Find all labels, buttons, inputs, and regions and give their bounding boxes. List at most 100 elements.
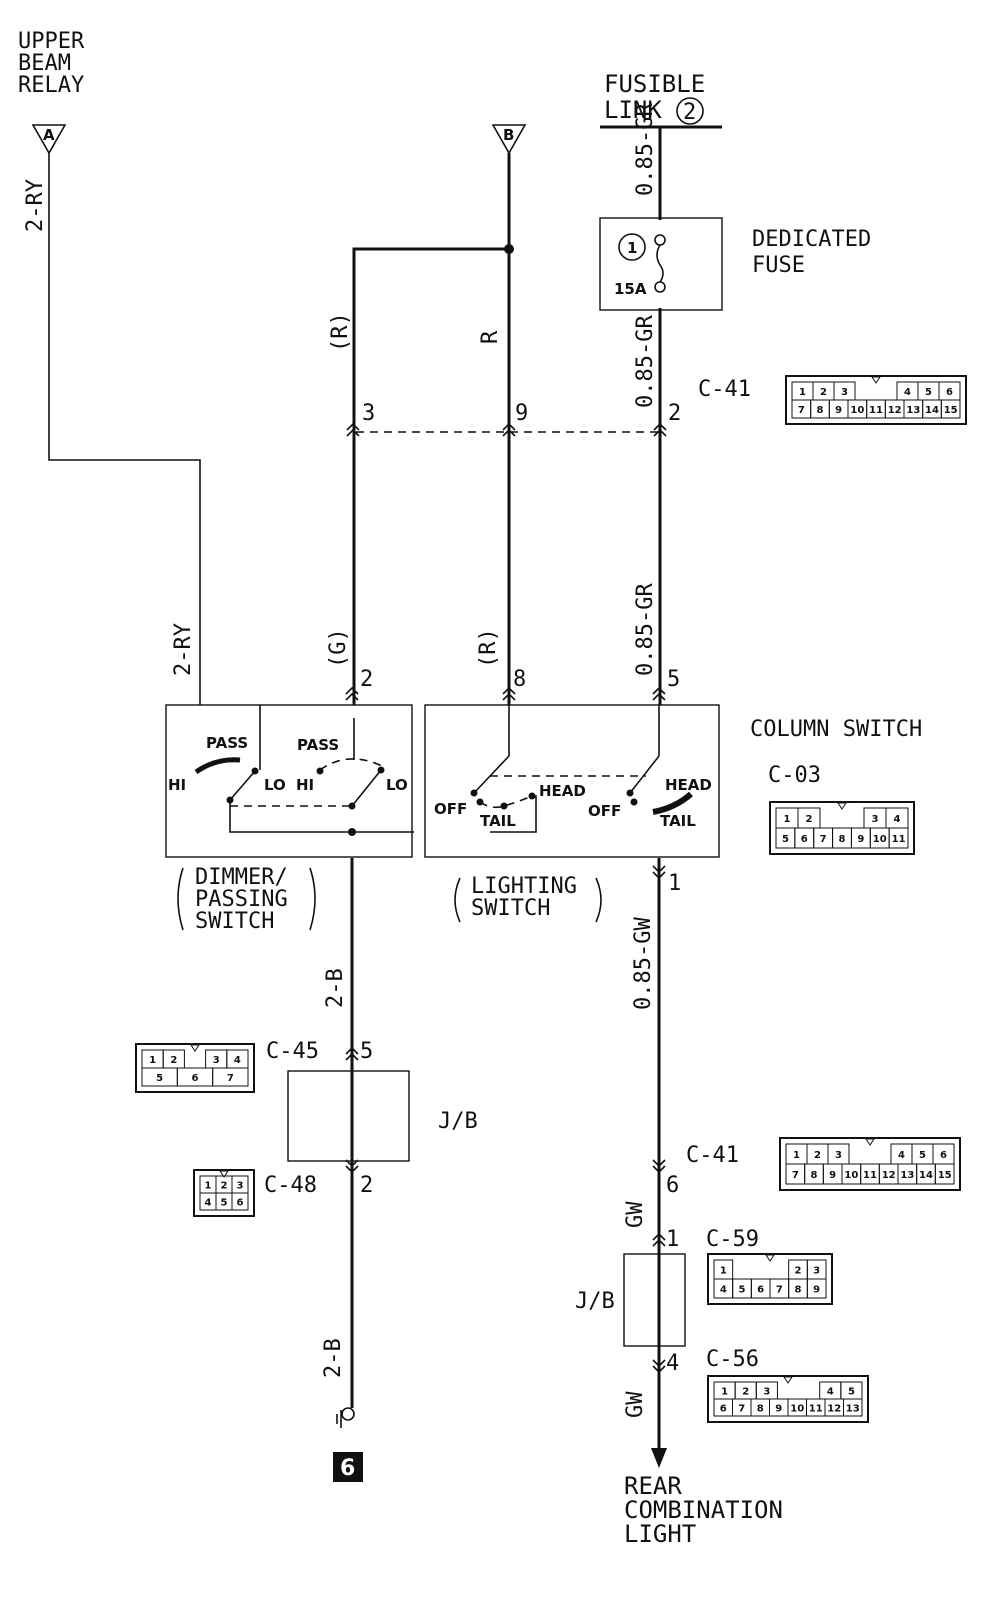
connector-pin-number: 4 xyxy=(904,387,911,398)
svg-text:SWITCH: SWITCH xyxy=(471,896,550,921)
connector-pin-number: 3 xyxy=(835,1150,842,1161)
svg-text:DEDICATED: DEDICATED xyxy=(752,227,871,252)
dimmer-hi2-label: HI xyxy=(296,776,314,794)
terminal-a: A xyxy=(31,124,67,155)
connector-pin-number: 15 xyxy=(944,405,958,416)
connector-pin-number: 11 xyxy=(892,834,906,845)
connector-pin-number: 2 xyxy=(820,387,827,398)
connector-pin-number: 8 xyxy=(817,405,824,416)
connector-pin-number: 14 xyxy=(919,1170,933,1181)
connector-pin-number: 2 xyxy=(795,1266,802,1277)
wire-label-2-ry-top: 2-RY xyxy=(23,179,48,232)
connector-cell xyxy=(888,827,909,849)
connector-cell xyxy=(940,399,961,419)
svg-text:A: A xyxy=(43,126,55,144)
connector-pin-number: 2 xyxy=(221,1181,228,1192)
connector-name-c03: C-03 xyxy=(768,763,821,788)
connector-pin-number: 4 xyxy=(827,1387,834,1398)
pin-c56-4: 4 xyxy=(666,1351,679,1376)
wire-label-gw-low2: GW xyxy=(623,1391,648,1418)
connector-pin-number: 2 xyxy=(170,1055,177,1066)
connector-pin-number: 5 xyxy=(848,1387,855,1398)
connector-pin-number: 1 xyxy=(720,1266,727,1277)
connector-pin-number: 9 xyxy=(829,1170,836,1181)
svg-text:BEAM: BEAM xyxy=(18,51,71,76)
connector-pin-number: 3 xyxy=(763,1387,770,1398)
connector-pin-number: 1 xyxy=(721,1387,728,1398)
pin-c41-3: 3 xyxy=(362,401,375,426)
connector-pin-number: 12 xyxy=(882,1170,896,1181)
svg-text:UPPER: UPPER xyxy=(18,29,85,54)
svg-text:LIGHTING: LIGHTING xyxy=(471,874,577,899)
lighting-head2-label: HEAD xyxy=(665,776,712,794)
connector-pin-number: 6 xyxy=(946,387,953,398)
connector-key xyxy=(190,1044,200,1052)
connector-pin-number: 6 xyxy=(940,1150,947,1161)
svg-text:LINK: LINK xyxy=(604,96,662,124)
svg-text:15A: 15A xyxy=(614,280,647,298)
connector-key xyxy=(837,802,847,810)
pin-c41-6: 6 xyxy=(666,1173,679,1198)
svg-text:FUSE: FUSE xyxy=(752,253,805,278)
connector-pin-number: 5 xyxy=(925,387,932,398)
connector-pin-number: 6 xyxy=(192,1073,199,1084)
connector-pin-number: 14 xyxy=(925,405,939,416)
connector-pin-number: 8 xyxy=(795,1285,802,1296)
connector-pin-number: 1 xyxy=(784,814,791,825)
connector-pin-number: 2 xyxy=(806,814,813,825)
connector-cell xyxy=(212,1067,249,1087)
svg-text:1: 1 xyxy=(627,239,637,257)
wire-label-gw-low1: GW xyxy=(623,1201,648,1228)
ground-symbol: 6 xyxy=(333,1407,363,1482)
connector-pin-number: 10 xyxy=(873,834,887,845)
connector-name-c48: C-48 xyxy=(264,1173,317,1198)
dimmer-pass2-label: PASS xyxy=(297,736,339,754)
connector-pin-number: 3 xyxy=(237,1181,244,1192)
connector-pin-number: 9 xyxy=(835,405,842,416)
connector-pin-number: 15 xyxy=(938,1170,952,1181)
dimmer-lo-label: LO xyxy=(264,776,286,794)
connector-name-c41b: C-41 xyxy=(686,1143,739,1168)
connector-pin-number: 7 xyxy=(776,1285,783,1296)
dedicated-fuse-label: DEDICATED FUSE xyxy=(752,227,871,278)
connector-pin-number: 1 xyxy=(799,387,806,398)
connector-key xyxy=(783,1376,793,1384)
connector-pin-number: 11 xyxy=(869,405,883,416)
connector-name-c41a: C-41 xyxy=(698,377,751,402)
svg-text:PASSING: PASSING xyxy=(195,887,288,912)
svg-text:LIGHT: LIGHT xyxy=(624,1520,696,1548)
connector-cell xyxy=(806,1278,827,1299)
connector-pin-number: 5 xyxy=(221,1198,228,1209)
dimmer-pass-label: PASS xyxy=(206,734,248,752)
rear-combination-light-label: REAR COMBINATION LIGHT xyxy=(624,1472,783,1548)
connector-pin-number: 1 xyxy=(149,1055,156,1066)
connector-pin-number: 2 xyxy=(814,1150,821,1161)
dimmer-hi-label: HI xyxy=(168,776,186,794)
svg-text:FUSIBLE: FUSIBLE xyxy=(604,70,705,98)
connector-pin-number: 7 xyxy=(798,405,805,416)
connector-pin-number: 6 xyxy=(801,834,808,845)
connector-pin-number: 3 xyxy=(872,814,879,825)
connector-pin-number: 7 xyxy=(738,1404,745,1415)
connector-cell xyxy=(934,1163,955,1185)
connector-pin-number: 2 xyxy=(742,1387,749,1398)
connector-pin-number: 12 xyxy=(888,405,902,416)
svg-text:B: B xyxy=(503,126,514,144)
connector-pin-number: 4 xyxy=(234,1055,241,1066)
wire-label-gr-mid: 0.85-GR xyxy=(633,583,658,676)
connector-pin-number: 5 xyxy=(782,834,789,845)
wire-label-2-b-low: 2-B xyxy=(321,1338,346,1378)
connector-pin-number: 6 xyxy=(720,1404,727,1415)
svg-text:J/B: J/B xyxy=(438,1109,478,1134)
connector-pin-number: 11 xyxy=(863,1170,877,1181)
pin-c45-5: 5 xyxy=(360,1039,373,1064)
connector-pin-number: 13 xyxy=(900,1170,914,1181)
